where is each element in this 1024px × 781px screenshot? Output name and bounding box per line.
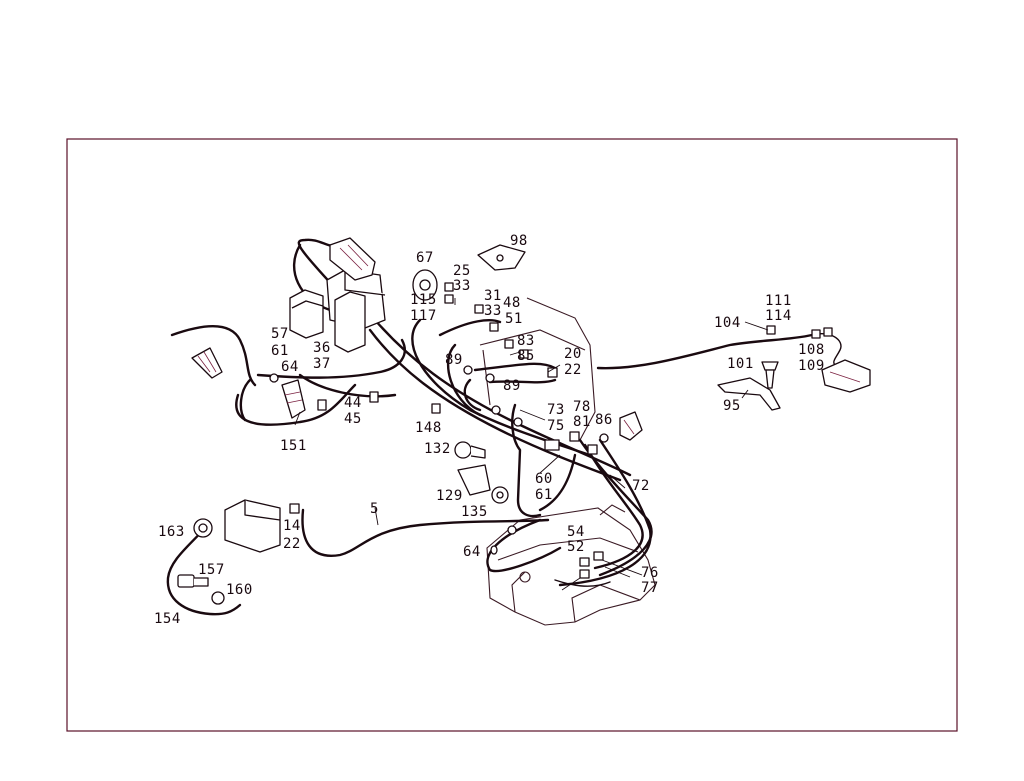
label-108: 108 <box>798 342 825 358</box>
label-104: 104 <box>714 315 741 331</box>
label-163: 163 <box>158 524 185 540</box>
label-5: 5 <box>370 501 379 517</box>
label-135: 135 <box>461 504 488 520</box>
small-connectors <box>269 282 833 579</box>
bracket-98 <box>477 244 526 271</box>
label-64-b: 64 <box>463 544 481 560</box>
label-67: 67 <box>416 250 434 266</box>
label-154: 154 <box>154 611 181 627</box>
bracket-95 <box>717 377 781 411</box>
label-160: 160 <box>226 582 253 598</box>
label-86: 86 <box>595 412 613 428</box>
relay-box <box>289 269 386 353</box>
label-14: 14 <box>283 518 301 534</box>
label-72: 72 <box>632 478 650 494</box>
label-101: 101 <box>727 356 754 372</box>
bolt-157 <box>177 574 209 588</box>
label-78: 78 <box>573 399 591 415</box>
label-52: 52 <box>567 539 585 555</box>
label-157: 157 <box>198 562 225 578</box>
label-151: 151 <box>280 438 307 454</box>
label-48: 48 <box>503 295 521 311</box>
label-85: 85 <box>517 348 535 364</box>
bracket-129 <box>457 464 491 496</box>
label-51: 51 <box>505 311 523 327</box>
label-89-a: 89 <box>445 352 463 368</box>
label-77: 77 <box>641 580 659 596</box>
label-54: 54 <box>567 524 585 540</box>
label-148: 148 <box>415 420 442 436</box>
label-57: 57 <box>271 326 289 342</box>
label-129: 129 <box>436 488 463 504</box>
label-20: 20 <box>564 346 582 362</box>
label-22-a: 22 <box>564 362 582 378</box>
label-73: 73 <box>547 402 565 418</box>
control-unit-14 <box>224 499 281 553</box>
label-44: 44 <box>344 395 362 411</box>
part-labels: 98 67 25 33 115 117 31 48 33 51 83 85 20… <box>154 233 825 627</box>
label-36: 36 <box>313 340 331 356</box>
label-22-b: 22 <box>283 536 301 552</box>
label-61-b: 61 <box>535 487 553 503</box>
label-115: 115 <box>410 292 437 308</box>
nut-135 <box>491 486 509 504</box>
engine-block <box>486 504 656 626</box>
top-connector <box>329 237 376 281</box>
label-25: 25 <box>453 263 471 279</box>
sensor-67 <box>412 269 438 301</box>
label-37: 37 <box>313 356 331 372</box>
label-81: 81 <box>573 414 591 430</box>
label-95: 95 <box>723 398 741 414</box>
label-109: 109 <box>798 358 825 374</box>
label-61-a: 61 <box>271 343 289 359</box>
label-33-b: 33 <box>484 303 502 319</box>
sensor-86 <box>619 411 643 441</box>
bracket-151 <box>281 379 306 419</box>
screw-132 <box>454 441 486 459</box>
label-76: 76 <box>641 565 659 581</box>
label-45: 45 <box>344 411 362 427</box>
label-98: 98 <box>510 233 528 249</box>
label-132: 132 <box>424 441 451 457</box>
leader-lines <box>294 298 769 591</box>
label-89-b: 89 <box>503 378 521 394</box>
component-109 <box>821 359 871 393</box>
label-64-a: 64 <box>281 359 299 375</box>
label-111: 111 <box>765 293 792 309</box>
label-60: 60 <box>535 471 553 487</box>
label-114: 114 <box>765 308 792 324</box>
label-33-a: 33 <box>453 278 471 294</box>
label-117: 117 <box>410 308 437 324</box>
label-31: 31 <box>484 288 502 304</box>
sensor-163 <box>193 518 213 538</box>
screw-101 <box>761 361 779 389</box>
diagram-frame <box>66 138 958 732</box>
connector-plug-left <box>191 347 223 379</box>
label-75: 75 <box>547 418 565 434</box>
ring-160 <box>211 591 225 605</box>
label-83: 83 <box>517 333 535 349</box>
